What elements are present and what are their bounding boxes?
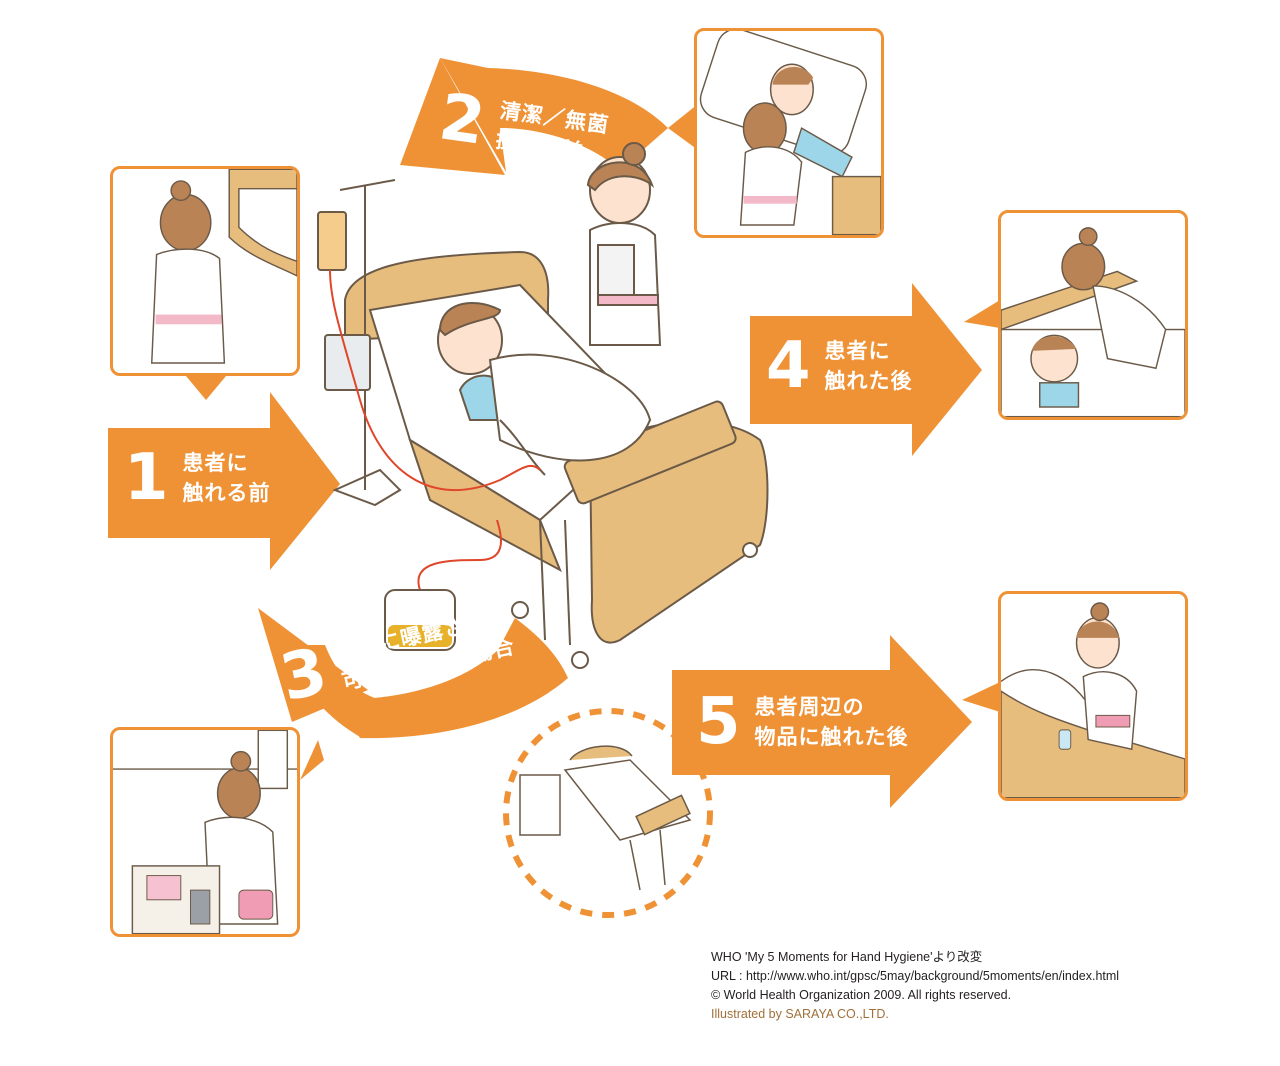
credits-block: WHO 'My 5 Moments for Hand Hygiene'より改変 … [711,948,1119,1024]
nurse-aseptic-task-illustration [699,31,881,235]
credit-source: WHO 'My 5 Moments for Hand Hygiene'より改変 [711,950,983,964]
nurse-patient-surroundings-illustration [1001,602,1185,798]
iv-line [329,269,541,491]
arrow-2-head [400,58,505,175]
moment-5-number: 5 [696,685,741,759]
moment-4-label: 4 患者に 触れた後 [766,334,913,398]
panel-moment-3 [110,727,300,937]
nurse-body-fluid-illustration [113,730,297,934]
panel-moment-4 [998,210,1188,420]
moment-5-label: 5 患者周辺の 物品に触れた後 [696,690,909,754]
moment-1-line1: 患者に [182,451,249,475]
moment-2-text: 清潔／無菌 操作の前 [494,95,611,170]
patient [437,301,652,476]
iv-stand [317,179,402,507]
nurse-standing [586,142,662,346]
patient-zone-circle [503,708,713,918]
moment-2-number: 2 [434,80,490,160]
moment-4-line2: 触れた後 [824,369,913,393]
arrow-1 [108,392,340,570]
pointer-panel-4 [964,300,1000,328]
moment-1-line2: 触れる前 [182,481,271,505]
moment-5-text: 患者周辺の 物品に触れた後 [755,692,909,752]
arrow-3 [335,618,568,739]
mini-bed [519,745,692,891]
pointer-panel-1 [186,376,226,400]
moment-1-label: 1 患者に 触れる前 [124,446,271,510]
urine-bag [384,589,456,651]
nurse-after-contact-illustration [1001,227,1185,417]
moment-5-line2: 物品に触れた後 [754,725,909,749]
moment-4-number: 4 [766,329,811,403]
moment-5-line1: 患者周辺の [754,695,865,719]
drain-line [417,519,503,591]
arrow-3-body [285,645,380,738]
nurse-approaching-illustration [150,169,297,364]
moment-4-text: 患者に 触れた後 [825,336,913,396]
moment-1-number: 1 [124,441,169,515]
panel-moment-5 [998,591,1188,801]
credit-illustrator: Illustrated by SARAYA CO.,LTD. [711,1007,889,1021]
arrow-2 [440,58,668,172]
pointer-panel-2 [668,104,698,150]
credit-copyright: © World Health Organization 2009. All ri… [711,988,1012,1002]
panel-moment-1 [110,166,300,376]
moment-1-text: 患者に 触れる前 [183,448,271,508]
credit-url: URL : http://www.who.int/gpsc/5may/backg… [711,969,1120,983]
arrow-4 [750,283,982,456]
panel-moment-2 [694,28,884,238]
pointer-panel-3 [300,740,324,780]
pointer-panel-5 [962,682,1000,712]
arrow-5 [672,635,972,808]
moment-4-line1: 患者に [824,339,891,363]
